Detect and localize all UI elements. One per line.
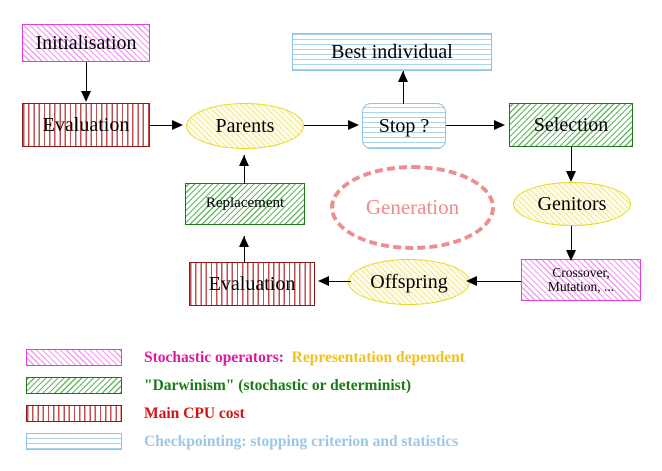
node-initialisation[interactable]: Initialisation: [22, 24, 150, 62]
edge-evaluation-replacement-arrowhead: [239, 236, 249, 247]
legend: Stochastic operators: Representation dep…: [26, 345, 465, 457]
edge-initialisation-evaluation-arrowhead: [80, 91, 91, 102]
node-stop-label: Stop ?: [378, 114, 430, 137]
edge-crossover-offspring-line: [474, 281, 521, 283]
legend-row-darwinism: "Darwinism" (stochastic or determinist): [26, 373, 465, 398]
node-stop[interactable]: Stop ?: [362, 103, 446, 149]
edge-parents-stop-arrowhead: [348, 119, 359, 130]
node-evaluation-bottom-label: Evaluation: [208, 272, 296, 295]
edge-genitors-crossover-line: [571, 226, 573, 254]
node-genitors[interactable]: Genitors: [513, 182, 631, 226]
node-replacement-label: Replacement: [205, 195, 285, 212]
node-genitors-label: Genitors: [537, 192, 607, 215]
edge-stop-best-line: [403, 71, 405, 104]
edge-genitors-crossover-arrowhead: [565, 250, 576, 261]
node-generation-label: Generation: [365, 195, 460, 220]
edge-selection-genitors-line: [571, 147, 573, 175]
edge-stop-selection-arrowhead: [494, 119, 505, 130]
legend-label-darwinism: "Darwinism" (stochastic or determinist): [144, 376, 412, 394]
legend-row-checkpointing: Checkpointing: stopping criterion and st…: [26, 429, 465, 454]
edge-initialisation-evaluation-line: [86, 62, 88, 93]
node-selection-label: Selection: [533, 113, 609, 136]
legend-label-stochastic: Stochastic operators:: [144, 348, 284, 366]
node-initialisation-label: Initialisation: [35, 31, 137, 54]
edge-evaluation-parents-line: [150, 124, 174, 126]
node-best-individual-label: Best individual: [331, 40, 453, 63]
node-selection[interactable]: Selection: [509, 103, 633, 147]
legend-label-cpu: Main CPU cost: [144, 404, 245, 422]
edge-crossover-offspring-arrowhead: [466, 276, 477, 286]
legend-swatch-magenta: [26, 349, 122, 366]
legend-label-representation: Representation dependent: [283, 348, 465, 366]
node-crossover-mutation-label: Crossover, Mutation, ...: [547, 264, 615, 294]
edge-replacement-parents-arrowhead: [239, 155, 249, 166]
legend-swatch-blue: [26, 433, 122, 450]
node-parents-label: Parents: [215, 114, 275, 137]
node-offspring[interactable]: Offspring: [348, 259, 470, 305]
edge-evaluation-replacement-line: [244, 236, 246, 263]
node-replacement[interactable]: Replacement: [185, 183, 305, 225]
node-parents[interactable]: Parents: [186, 103, 304, 149]
legend-row-stochastic: Stochastic operators: Representation dep…: [26, 345, 465, 370]
node-evaluation-top[interactable]: Evaluation: [22, 103, 150, 147]
node-generation: Generation: [330, 165, 495, 250]
node-evaluation-top-label: Evaluation: [42, 113, 130, 136]
legend-label-checkpointing: Checkpointing: stopping criterion and st…: [144, 432, 459, 450]
edge-parents-stop-line: [304, 124, 350, 126]
edge-offspring-evaluation-line: [327, 281, 351, 283]
node-crossover-mutation[interactable]: Crossover, Mutation, ...: [521, 259, 641, 301]
edge-stop-best-arrowhead: [398, 71, 408, 82]
edge-selection-genitors-arrowhead: [565, 171, 576, 182]
node-evaluation-bottom[interactable]: Evaluation: [189, 262, 315, 306]
legend-swatch-red: [26, 405, 122, 422]
legend-row-cpu: Main CPU cost: [26, 401, 465, 426]
edge-replacement-parents-line: [244, 155, 246, 184]
edge-offspring-evaluation-arrowhead: [318, 276, 329, 286]
node-best-individual[interactable]: Best individual: [292, 33, 492, 71]
edge-stop-selection-line: [446, 124, 496, 126]
legend-swatch-green: [26, 377, 122, 394]
node-offspring-label: Offspring: [370, 270, 448, 293]
edge-evaluation-parents-arrowhead: [172, 119, 183, 130]
